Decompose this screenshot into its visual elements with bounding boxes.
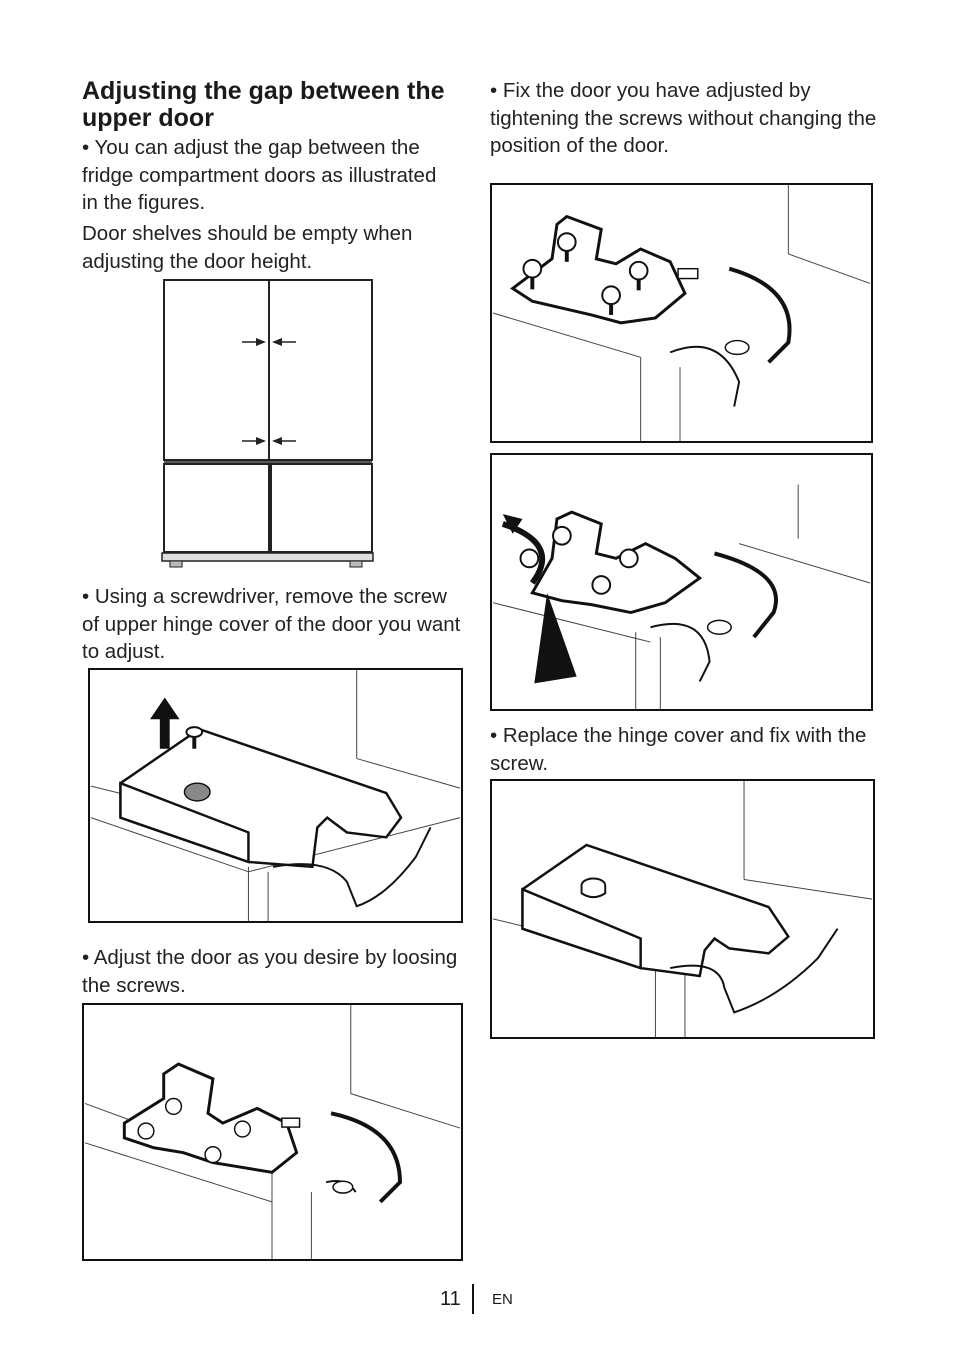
fridge-front-diagram xyxy=(160,278,375,573)
hinge-screws-rotation xyxy=(490,453,873,711)
footer-divider xyxy=(472,1284,474,1314)
instruction-text-remove-screw: • Using a screwdriver, remove the screw … xyxy=(82,585,461,663)
hinge-screws-loosened xyxy=(82,1003,463,1261)
hinge-cover-replaced xyxy=(490,779,875,1039)
instruction-text-gap: • You can adjust the gap between the fri… xyxy=(82,136,437,214)
page-number: 11 xyxy=(440,1288,461,1310)
instruction-text-adjust: • Adjust the door as you desire by loosi… xyxy=(82,946,458,997)
instruction-text-shelves: Door shelves should be empty when adjust… xyxy=(82,222,413,273)
hinge-screws-tightened xyxy=(490,183,873,443)
instruction-text-fix-door: • Fix the door you have adjusted by tigh… xyxy=(490,79,877,157)
section-title: Adjusting the gap between the upper door xyxy=(82,77,445,132)
hinge-cover-screw-removal xyxy=(88,668,463,923)
language-label: EN xyxy=(492,1291,513,1308)
instruction-text-replace-cover: • Replace the hinge cover and fix with t… xyxy=(490,724,867,775)
